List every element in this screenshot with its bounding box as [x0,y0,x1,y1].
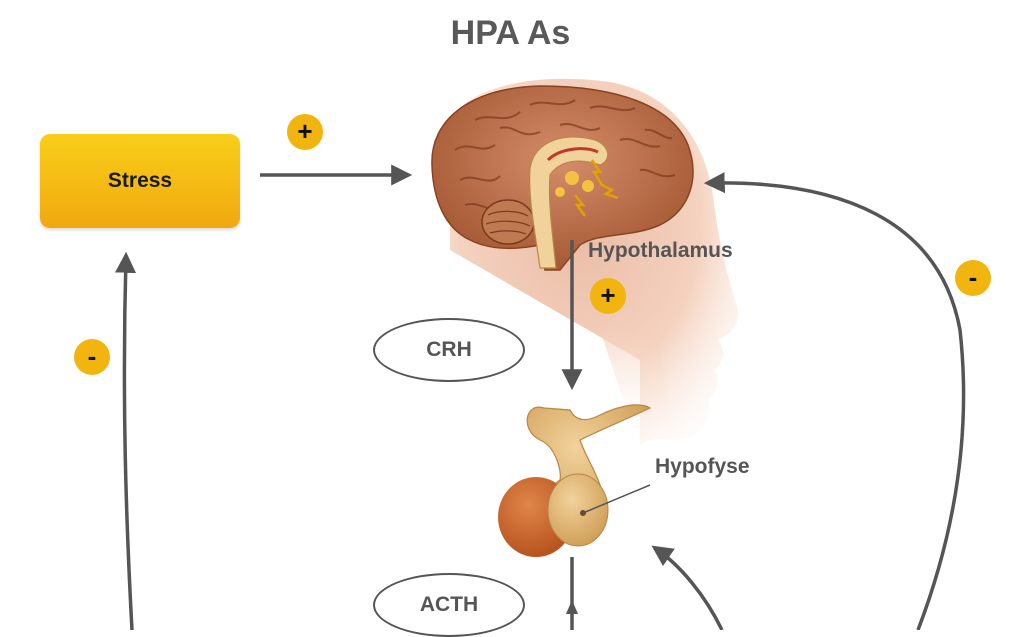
plus-sign-stress: + [287,114,323,150]
acth-hormone: ACTH [373,573,525,637]
minus-sign-stress-feedback: - [74,339,110,375]
diagram-title: HPA As [450,14,571,52]
stress-label: Stress [107,169,173,192]
hypofyse-illustration [498,404,652,557]
hypofyse-pointer-line [582,484,651,514]
arrow-feedback-to-hypothalamus [703,172,966,630]
brain-illustration [431,85,694,271]
stress-node: Stress [40,134,240,228]
arrow-feedback-to-stress [115,251,137,630]
minus-sign-hypothalamus-feedback: - [955,260,991,296]
hypofyse-label: Hypofyse [655,455,750,478]
crh-hormone: CRH [373,318,525,382]
hypothalamus-label: Hypothalamus [588,239,733,262]
plus-sign-hypothalamus: + [590,278,626,314]
arrow-feedback-to-hypofyse [651,545,724,630]
